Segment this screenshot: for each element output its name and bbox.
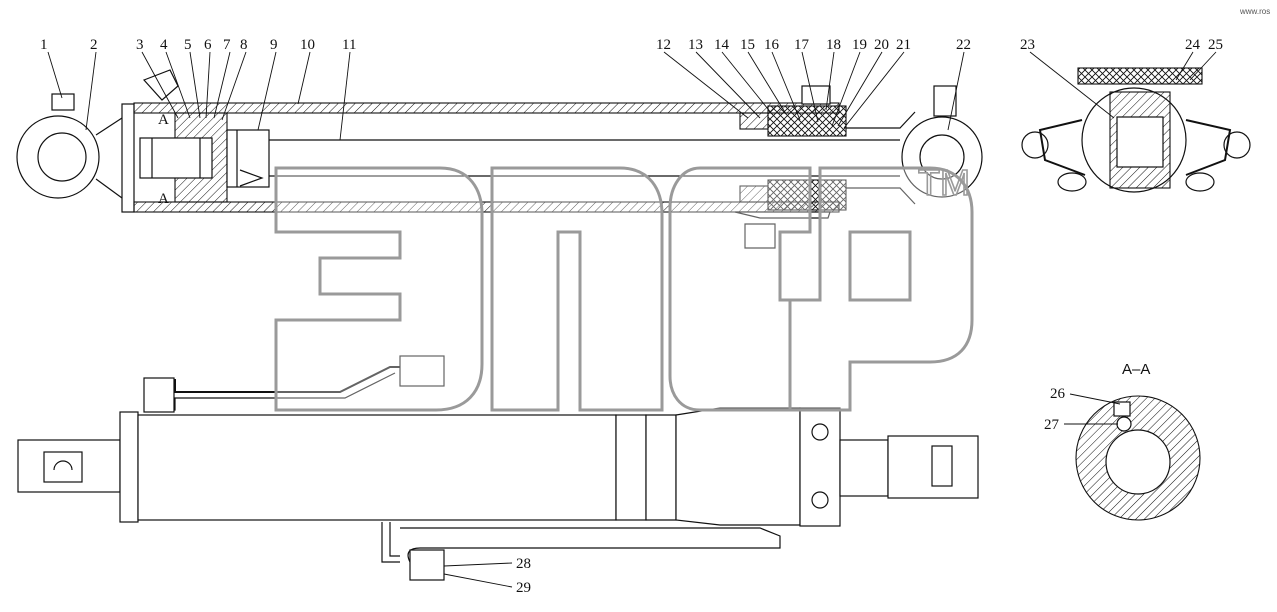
callout-18: 18	[826, 37, 841, 53]
watermark-letter-3	[668, 166, 812, 412]
gland-top	[767, 105, 847, 137]
section-mark-lower: A	[158, 191, 169, 207]
left-end-flange	[119, 411, 139, 523]
callout-10: 10	[300, 37, 315, 53]
bottom-port	[744, 223, 776, 249]
callout-2: 2	[90, 37, 98, 53]
callout-12: 12	[656, 37, 671, 53]
callout-20: 20	[874, 37, 889, 53]
corner-text: www.ros	[1239, 7, 1270, 16]
callout-16: 16	[764, 37, 780, 53]
external-view	[17, 355, 979, 581]
bottom-hose	[381, 522, 400, 563]
callout-5: 5	[184, 37, 192, 53]
mounting-plate	[1077, 67, 1203, 85]
trademark-mark: ТМ	[918, 162, 970, 203]
watermark-letter-2	[490, 166, 664, 412]
gland-housing	[675, 407, 801, 526]
section-mark-upper: A	[158, 112, 169, 128]
callout-9: 9	[270, 37, 278, 53]
callout-25: 25	[1208, 37, 1223, 53]
callouts: 1 2 3 4 5 6 7 8 9 10 11 12 13 14 15 16 1…	[40, 37, 1223, 596]
right-lug	[1185, 119, 1232, 176]
callout-29: 29	[516, 580, 531, 596]
barrel	[137, 414, 617, 521]
left-port	[142, 69, 179, 101]
watermark: ТМ	[274, 161, 974, 412]
left-eye-bushing	[37, 132, 87, 182]
end-view	[1021, 67, 1251, 193]
callout-19: 19	[852, 37, 867, 53]
head-flange	[799, 407, 841, 527]
callout-26: 26	[1050, 386, 1066, 402]
section-a-a: A–A	[1075, 361, 1201, 521]
left-lug	[1038, 119, 1086, 176]
callout-7: 7	[223, 37, 231, 53]
piston-nut	[139, 137, 213, 179]
callout-23: 23	[1020, 37, 1035, 53]
right-eye-bushing	[919, 134, 965, 180]
callout-14: 14	[714, 37, 730, 53]
watermark-letter-4	[788, 166, 974, 412]
end-view-outer	[1081, 87, 1187, 193]
callout-21: 21	[896, 37, 911, 53]
callout-17: 17	[794, 37, 810, 53]
leader-lines	[47, 51, 1217, 588]
callout-1: 1	[40, 37, 48, 53]
left-eye-outer	[16, 115, 100, 199]
callout-11: 11	[342, 37, 356, 53]
callout-8: 8	[240, 37, 248, 53]
callout-28: 28	[516, 556, 531, 572]
callout-27: 27	[1044, 417, 1060, 433]
callout-15: 15	[740, 37, 755, 53]
left-end-cap	[121, 103, 135, 213]
gland-bottom	[767, 179, 847, 211]
section-a-a-bore	[1105, 429, 1171, 495]
piston-spacer	[226, 129, 270, 188]
grease-fitting-22	[933, 85, 957, 117]
watermark-letter-1	[274, 166, 484, 412]
grease-fitting-1	[51, 93, 75, 111]
right-eye-outer	[901, 116, 983, 198]
callout-4: 4	[160, 37, 168, 53]
top-port-boss	[801, 85, 831, 105]
callout-3: 3	[136, 37, 144, 53]
bottom-hose-fitting	[409, 549, 445, 581]
rod-exposed	[839, 439, 889, 497]
callout-6: 6	[204, 37, 212, 53]
barrel-top-wall	[133, 102, 840, 114]
callout-13: 13	[688, 37, 703, 53]
callout-24: 24	[1185, 37, 1201, 53]
top-hose-fitting	[399, 355, 445, 387]
callout-22: 22	[956, 37, 971, 53]
section-a-a-label: A–A	[1122, 361, 1150, 378]
